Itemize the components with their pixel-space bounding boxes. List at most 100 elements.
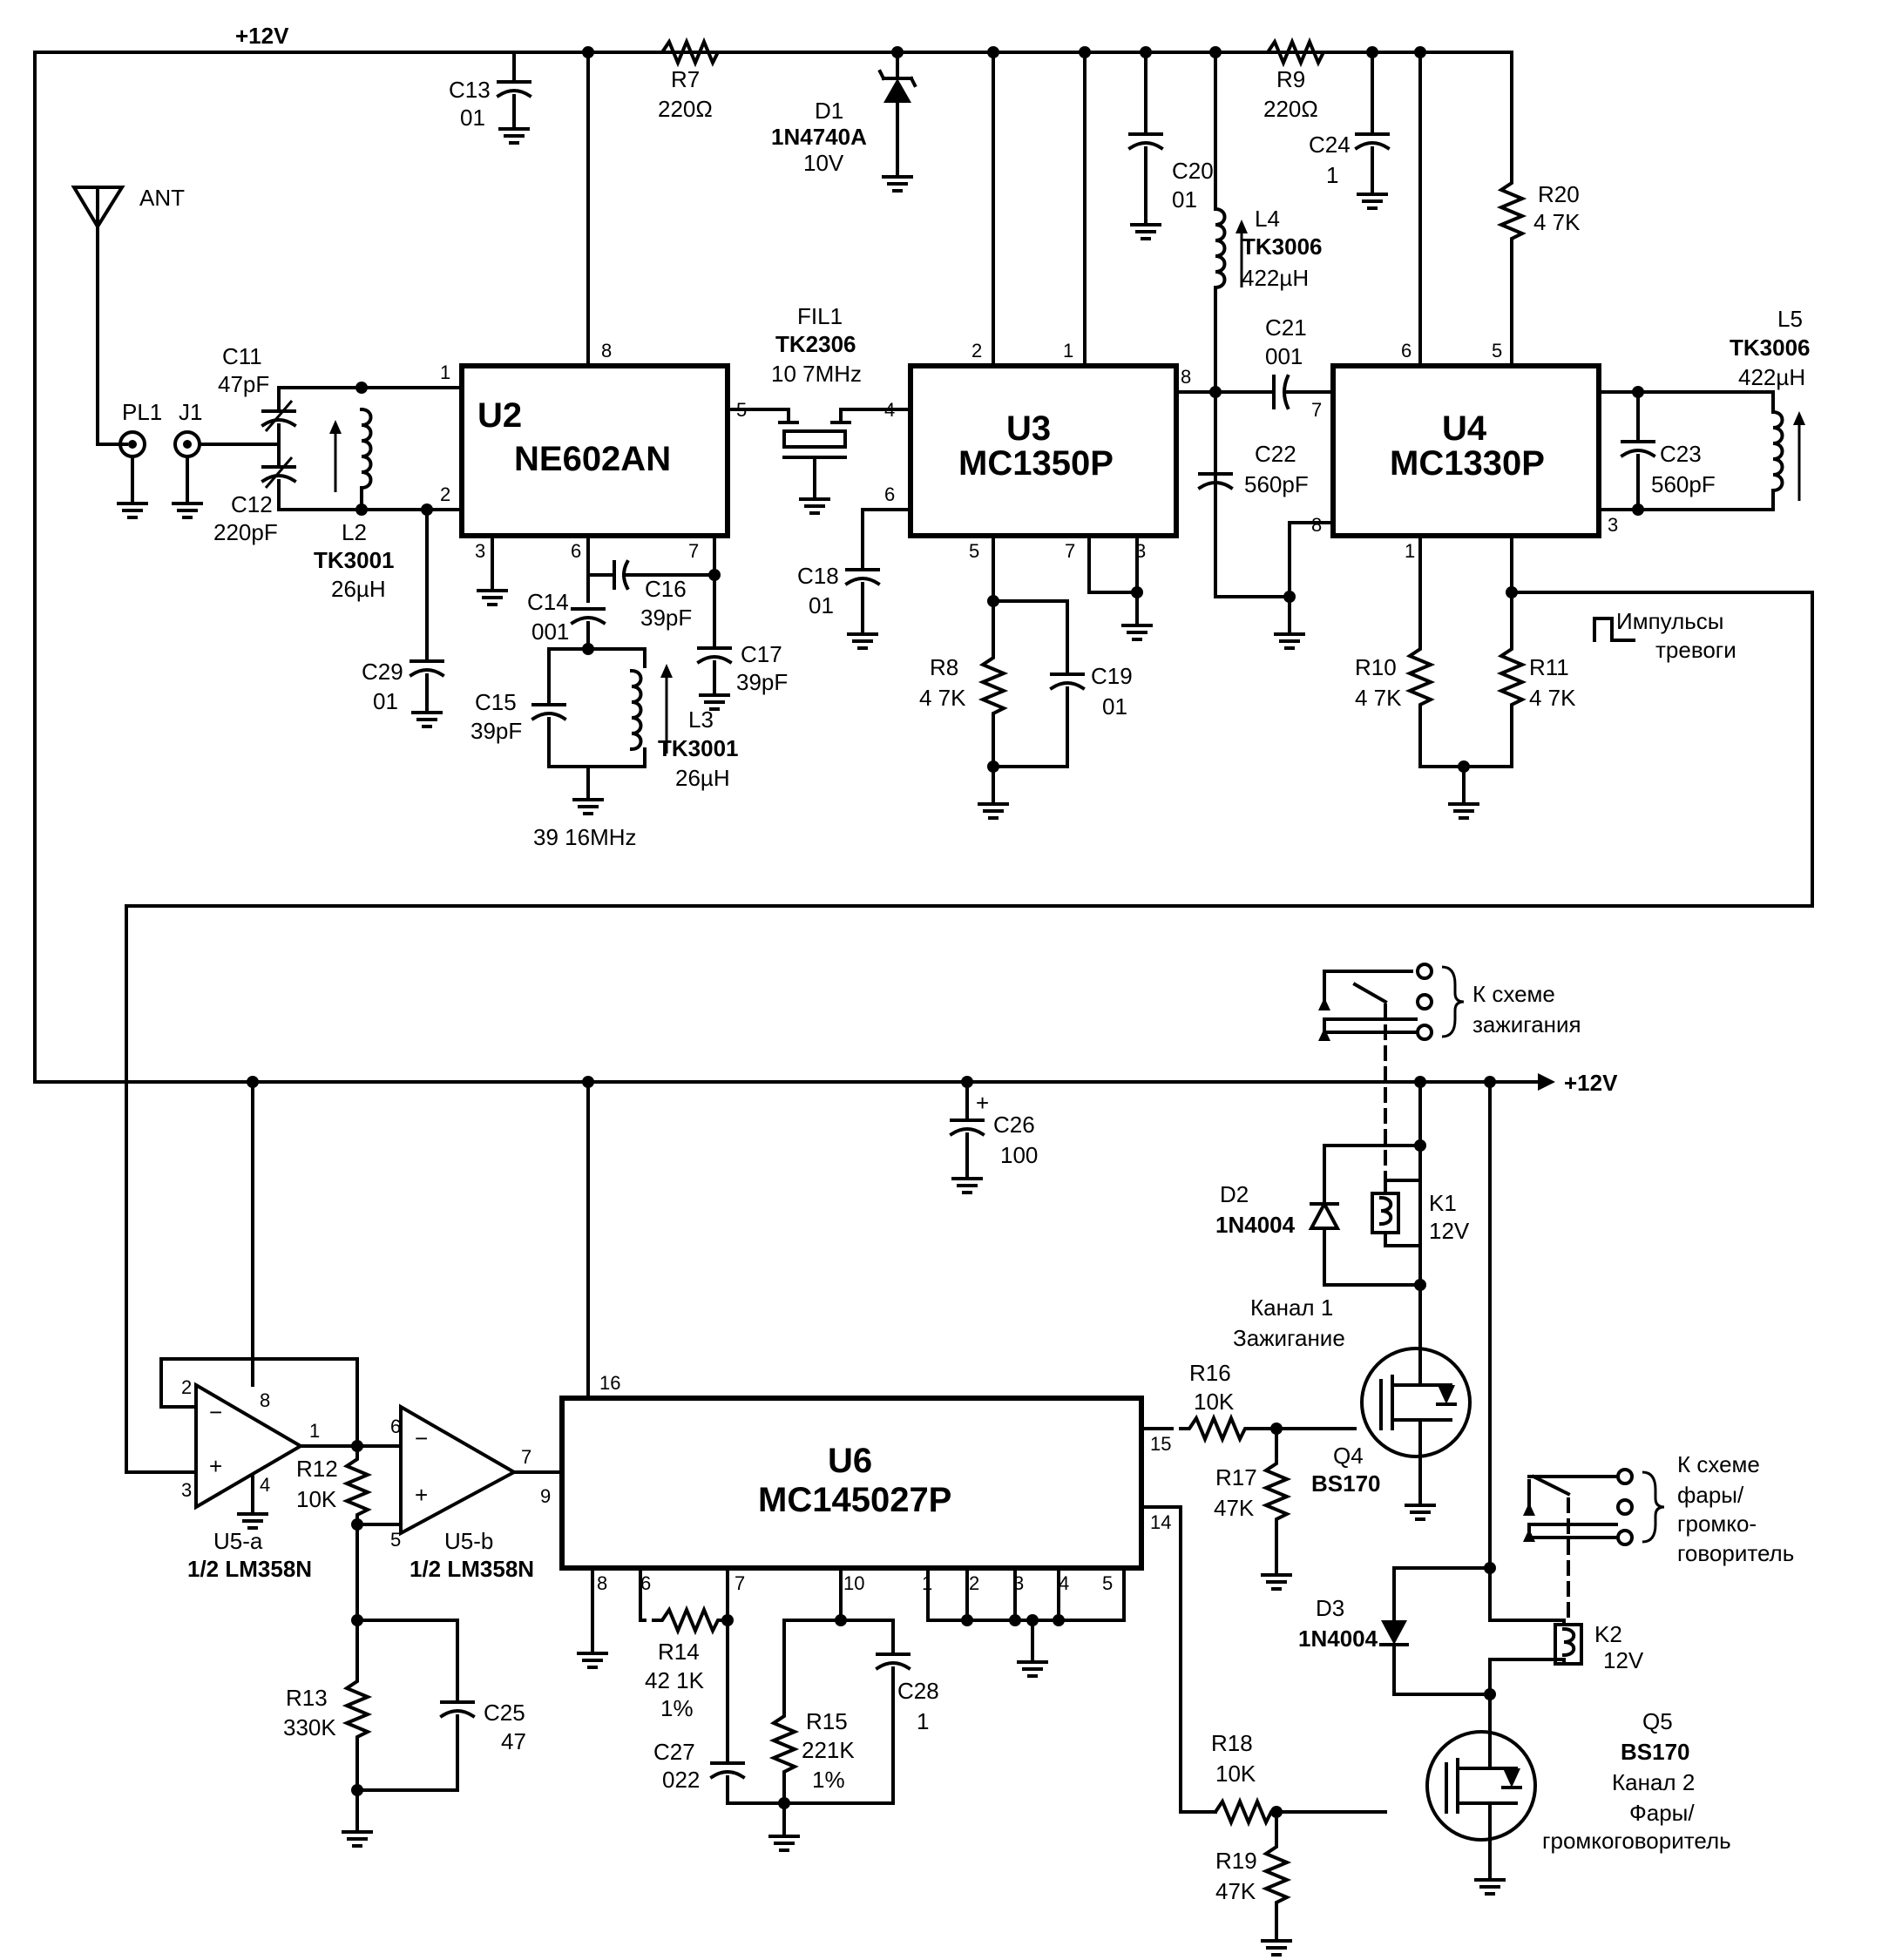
r13-ref: R13 xyxy=(286,1685,328,1711)
l2-val: 26µH xyxy=(331,576,386,602)
d2-part: 1N4004 xyxy=(1215,1212,1296,1238)
u4-pin: 3 xyxy=(1608,514,1618,536)
c26-val: 100 xyxy=(1000,1142,1038,1168)
u4-pin: 1 xyxy=(1405,540,1415,562)
d3-ref: D3 xyxy=(1316,1595,1344,1621)
pl1-label: PL1 xyxy=(122,399,162,425)
u5a-pin: 8 xyxy=(260,1389,270,1411)
r19-val: 47K xyxy=(1215,1878,1256,1904)
l4-val: 422µH xyxy=(1242,265,1309,291)
u4-pin: 6 xyxy=(1401,340,1412,362)
r17-val: 47K xyxy=(1214,1495,1255,1521)
u6-pin: 2 xyxy=(969,1572,979,1594)
u6-ref: U6 xyxy=(828,1442,872,1480)
plug-pl1 xyxy=(117,430,148,519)
r7-val: 220Ω xyxy=(658,96,713,122)
capacitor-c24 xyxy=(1355,51,1390,210)
q5-part: BS170 xyxy=(1621,1739,1690,1765)
r11-ref: R11 xyxy=(1529,654,1569,680)
d2-ref: D2 xyxy=(1220,1181,1249,1207)
ic-u4: U4 MC1330P 6 5 7 8 1 3 xyxy=(1311,51,1618,562)
c19-ref: C19 xyxy=(1091,663,1133,689)
r12-ref: R12 xyxy=(296,1456,338,1482)
u5b-pin: 5 xyxy=(390,1529,401,1551)
fil1-part: TK2306 xyxy=(775,331,856,357)
r8-ref: R8 xyxy=(930,654,958,680)
u6-pin: 14 xyxy=(1150,1511,1171,1533)
input-tank-circuit xyxy=(261,382,464,728)
u6-pin: 10 xyxy=(843,1572,864,1594)
u5a-pin: 4 xyxy=(260,1474,270,1496)
c12-ref: C12 xyxy=(231,491,273,517)
u6-pin: 15 xyxy=(1150,1433,1171,1455)
svg-text:−: − xyxy=(209,1399,222,1425)
crystal-note: 39 16MHz xyxy=(533,824,637,850)
c19-val: 01 xyxy=(1102,693,1127,720)
ch2-line1: Канал 2 xyxy=(1612,1769,1695,1795)
r16-ref: R16 xyxy=(1189,1360,1231,1386)
q4-ref: Q4 xyxy=(1333,1443,1364,1469)
u4-pin: 7 xyxy=(1311,399,1322,421)
c24-val: 1 xyxy=(1326,162,1338,188)
l3-ref: L3 xyxy=(688,706,714,733)
c29-val: 01 xyxy=(373,688,398,714)
c18-ref: C18 xyxy=(797,563,839,589)
u2-pin: 3 xyxy=(475,540,485,562)
opamp-u5a: − + 2 8 1 3 4 xyxy=(159,1080,403,1530)
channel1-driver xyxy=(1140,1347,1472,1591)
svg-text:−: − xyxy=(415,1425,428,1451)
u5b-part: 1/2 LM358N xyxy=(410,1556,534,1582)
antenna-label: ANT xyxy=(139,185,185,211)
c17-ref: C17 xyxy=(741,641,782,667)
u2-pin: 2 xyxy=(440,483,450,505)
c25-val: 47 xyxy=(501,1728,526,1754)
u2-pin: 7 xyxy=(688,540,699,562)
c17-val: 39pF xyxy=(736,669,788,695)
c14-val: 001 xyxy=(531,618,569,645)
r7-ref: R7 xyxy=(671,66,700,92)
c15-ref: C15 xyxy=(475,689,517,715)
r16-val: 10K xyxy=(1194,1389,1235,1415)
k1-ref: K1 xyxy=(1429,1190,1457,1216)
r19-ref: R19 xyxy=(1215,1848,1257,1874)
c18-val: 01 xyxy=(809,592,834,618)
r9-val: 220Ω xyxy=(1263,96,1318,122)
r14-tol: 1% xyxy=(660,1695,694,1721)
svg-text:+: + xyxy=(209,1453,222,1479)
q4-part: BS170 xyxy=(1311,1470,1381,1497)
c16-val: 39pF xyxy=(640,605,692,631)
svg-text:+: + xyxy=(415,1482,428,1508)
relay2-target-line3: громко- xyxy=(1677,1511,1757,1537)
zener-diode-d1 xyxy=(877,51,917,193)
r15-val: 221K xyxy=(802,1737,855,1763)
ch2-line3: громкоговоритель xyxy=(1542,1828,1731,1854)
u5b-pin: 7 xyxy=(521,1446,531,1468)
c28-val: 1 xyxy=(917,1708,929,1734)
c20-val: 01 xyxy=(1172,186,1197,213)
u6-bottom-network xyxy=(577,1566,1126,1852)
u6-pin: 8 xyxy=(597,1572,607,1594)
l5-val: 422µH xyxy=(1738,364,1805,390)
r10-val: 4 7K xyxy=(1355,685,1402,711)
c21-ref: C21 xyxy=(1265,314,1307,341)
c28-ref: C28 xyxy=(897,1678,939,1704)
capacitor-c13 xyxy=(497,51,531,145)
c16-ref: C16 xyxy=(645,576,687,602)
u4-outputs xyxy=(125,534,1814,1474)
supply-label-top: +12V xyxy=(235,23,289,49)
r14-val: 42 1K xyxy=(645,1667,705,1693)
r18-val: 10K xyxy=(1215,1761,1256,1787)
k2-ref: K2 xyxy=(1594,1621,1622,1647)
r20-ref: R20 xyxy=(1538,181,1580,207)
c13-ref: C13 xyxy=(449,77,491,103)
r8-val: 4 7K xyxy=(919,685,966,711)
d1-ref: D1 xyxy=(815,98,843,124)
l3-part: TK3001 xyxy=(658,735,739,761)
relay-k2 xyxy=(1379,1080,1665,1734)
k2-val: 12V xyxy=(1603,1647,1644,1673)
r15-ref: R15 xyxy=(806,1708,848,1734)
u5b-ref: U5-b xyxy=(444,1528,493,1554)
c26-ref: C26 xyxy=(993,1112,1035,1138)
capacitor-c20 xyxy=(1128,51,1163,240)
inductor-l4 xyxy=(1214,51,1248,594)
